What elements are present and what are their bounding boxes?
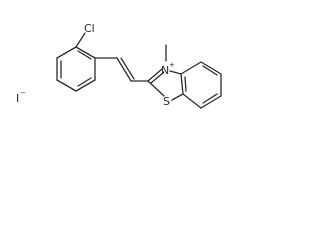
ring-double-bond [184, 76, 187, 92]
sulfur-label: S [163, 95, 170, 108]
ring-double-bond [202, 93, 218, 104]
n-c3a-bond [169, 70, 182, 75]
chlorine-label: Cl [84, 22, 95, 35]
s-c7a-bond [171, 93, 184, 101]
ring-bond [180, 73, 184, 95]
ring-bond [56, 46, 77, 59]
vinyl-double-bond [116, 57, 132, 82]
ring-bond [75, 46, 96, 59]
nitrogen-charge: + [169, 61, 175, 69]
ring-bond [182, 93, 202, 109]
c2-n-double-bond-inner [150, 71, 165, 84]
chlorophenyl-ring [56, 46, 96, 92]
ring-bond [56, 79, 77, 92]
vinyl-double-bond-inner [120, 57, 135, 80]
nitrogen-label: N [161, 64, 169, 77]
ring-bond [75, 79, 96, 92]
ring-bond [200, 61, 222, 75]
chlorine-bond [75, 32, 86, 48]
ring-double-bond [202, 65, 218, 76]
iodide-charge: − [20, 89, 26, 97]
vinyl-linker [94, 57, 149, 82]
thiazolium-ring [147, 68, 184, 101]
benzo-ring [180, 61, 222, 109]
ring-bond [180, 61, 202, 75]
ring-double-bond [77, 50, 92, 60]
c2-s-bond [147, 80, 165, 97]
ring-bond [200, 95, 222, 109]
ring-double-bond [77, 77, 92, 87]
structure-diagram: Cl N + S I − [16, 22, 222, 109]
iodide-label: I [16, 92, 19, 105]
c2-n-double-bond [147, 68, 163, 82]
